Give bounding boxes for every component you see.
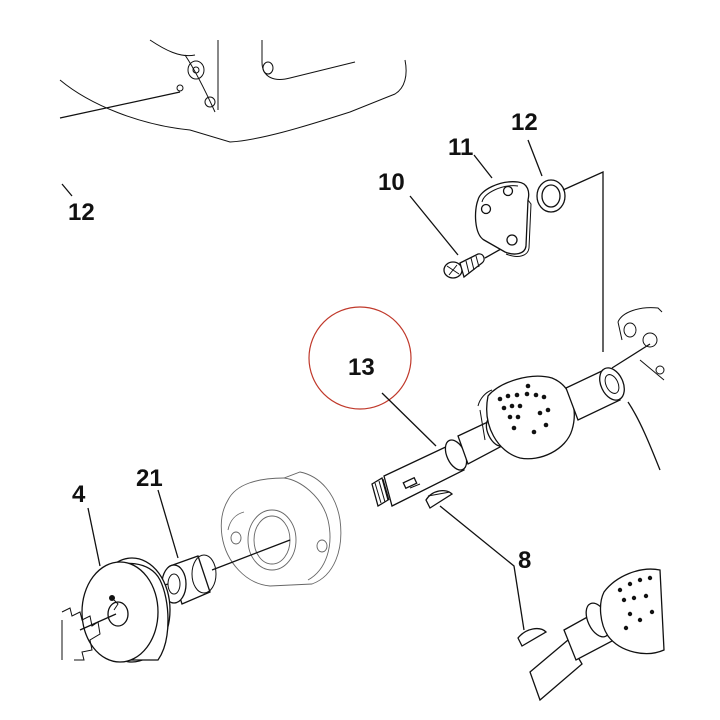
leader-21 [157,489,179,559]
label-12-ring: 12 [511,109,538,136]
label-11: 11 [448,134,473,161]
label-21: 21 [136,465,163,492]
bearing-housing-part [211,471,342,587]
ring-part [536,170,604,352]
screw-part [443,244,509,279]
leader-4 [87,507,101,567]
lower-shaft-part [529,568,665,702]
leader-12-ring [527,139,543,177]
leader-13 [381,392,437,447]
right-housing-part [617,307,665,381]
leader-8 [439,505,525,631]
plate-part [474,181,532,257]
label-10: 10 [378,169,405,196]
leader-11 [473,154,493,179]
key-part-lower [517,627,548,647]
leader-10 [409,195,459,256]
label-12-upper-left: 12 [68,199,95,226]
pulley-part [61,557,171,663]
label-4: 4 [72,481,86,508]
label-8: 8 [518,547,531,574]
key-part-upper [425,489,454,509]
camshaft-part [371,343,661,507]
leader-upper-left-12 [61,183,73,197]
cam-holes [497,383,551,435]
highlight-circle [308,306,412,410]
label-13: 13 [348,354,375,381]
housing-part [59,39,407,143]
